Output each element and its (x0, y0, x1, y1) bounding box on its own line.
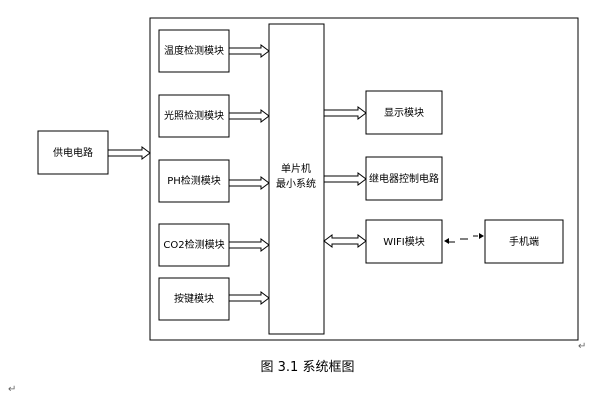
arrow-co2-to-mcu (228, 238, 270, 252)
ph-sensor-label: PH检测模块 (167, 174, 221, 187)
system-block-diagram: 供电电路 温度检测模块 光照检测模块 PH检测模块 CO2检测模块 按键模块 单… (37, 17, 579, 341)
wifi-module-block: WIFI模块 (365, 219, 443, 264)
mcu-block: 单片机 最小系统 (268, 23, 325, 335)
wireless-link (444, 233, 484, 244)
light-sensor-block: 光照检测模块 (158, 94, 230, 138)
arrow-light-to-mcu (228, 109, 270, 123)
display-module-label: 显示模块 (384, 107, 424, 119)
paragraph-mark: ↵ (8, 384, 17, 395)
mcu-label-line2: 最小系统 (276, 177, 316, 190)
arrow-ph-to-mcu (228, 176, 270, 190)
key-module-label: 按键模块 (174, 292, 214, 305)
relay-control-label: 继电器控制电路 (369, 172, 439, 185)
mcu-label-line1: 单片机 (281, 162, 311, 175)
arrow-mcu-to-relay (323, 172, 367, 186)
temperature-sensor-label: 温度检测模块 (164, 44, 224, 57)
power-supply-block: 供电电路 (37, 130, 109, 175)
wifi-module-label: WIFI模块 (383, 236, 425, 248)
paragraph-mark: ↵ (578, 341, 587, 352)
co2-sensor-label: CO2检测模块 (163, 238, 224, 251)
key-module-block: 按键模块 (158, 277, 230, 321)
phone-client-label: 手机端 (509, 235, 539, 248)
ph-sensor-block: PH检测模块 (158, 159, 230, 203)
arrow-temperature-to-mcu (228, 44, 270, 58)
arrow-power-to-system (107, 146, 151, 160)
arrow-mcu-to-display (323, 106, 367, 120)
figure-caption: 图 3.1 系统框图 (260, 360, 355, 375)
display-module-block: 显示模块 (365, 90, 443, 135)
phone-client-block: 手机端 (484, 219, 564, 264)
relay-control-block: 继电器控制电路 (365, 156, 443, 201)
arrow-keys-to-mcu (228, 291, 270, 305)
co2-sensor-block: CO2检测模块 (158, 223, 230, 267)
light-sensor-label: 光照检测模块 (164, 109, 224, 122)
power-supply-label: 供电电路 (53, 146, 93, 159)
temperature-sensor-block: 温度检测模块 (158, 29, 230, 73)
